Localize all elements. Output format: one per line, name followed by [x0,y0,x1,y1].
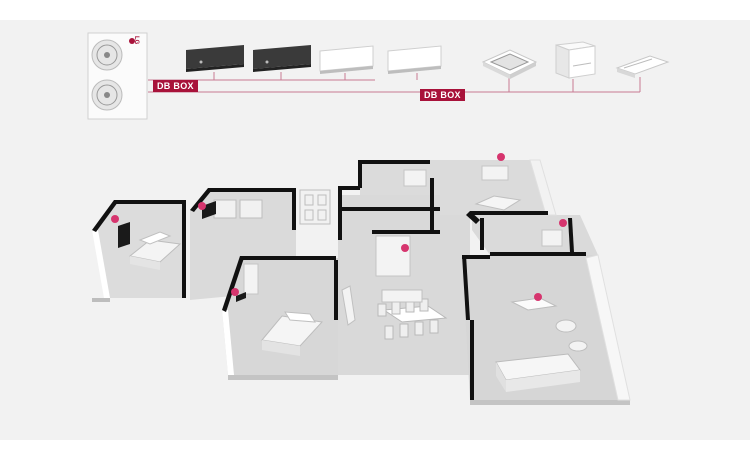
location-marker [198,202,206,210]
floor-plan [92,159,631,405]
bed-icon [261,311,324,356]
sofa-icon [495,353,581,392]
wardrobe [243,165,563,295]
wall-ac-icon [387,45,442,74]
bed-icon [128,231,182,270]
console-icon [555,41,596,79]
outdoor-unit-icon [87,32,148,120]
wall-ac-icon [253,45,311,72]
location-marker [559,219,567,227]
db-box-label-right: DB BOX [420,89,465,101]
wall-ac-icon [319,45,374,74]
location-marker [497,153,505,161]
location-marker [231,288,239,296]
location-marker [534,293,542,301]
location-marker [401,244,409,252]
top-band [0,0,750,20]
outdoor-brand-label: LG [133,36,139,45]
cassette-icon [481,49,538,79]
location-marker [111,215,119,223]
wall-ac-icon [186,45,244,72]
bottom-band [0,440,750,459]
bathroom-fixtures [213,189,331,225]
kitchen-counter [341,285,423,326]
coffee-table-icon [510,297,588,352]
db-box-label-left: DB BOX [153,80,198,92]
ceiling-icon [615,55,670,78]
dining-table-icon [377,298,448,340]
unit-markers [111,153,567,301]
bed-icon [474,195,522,211]
